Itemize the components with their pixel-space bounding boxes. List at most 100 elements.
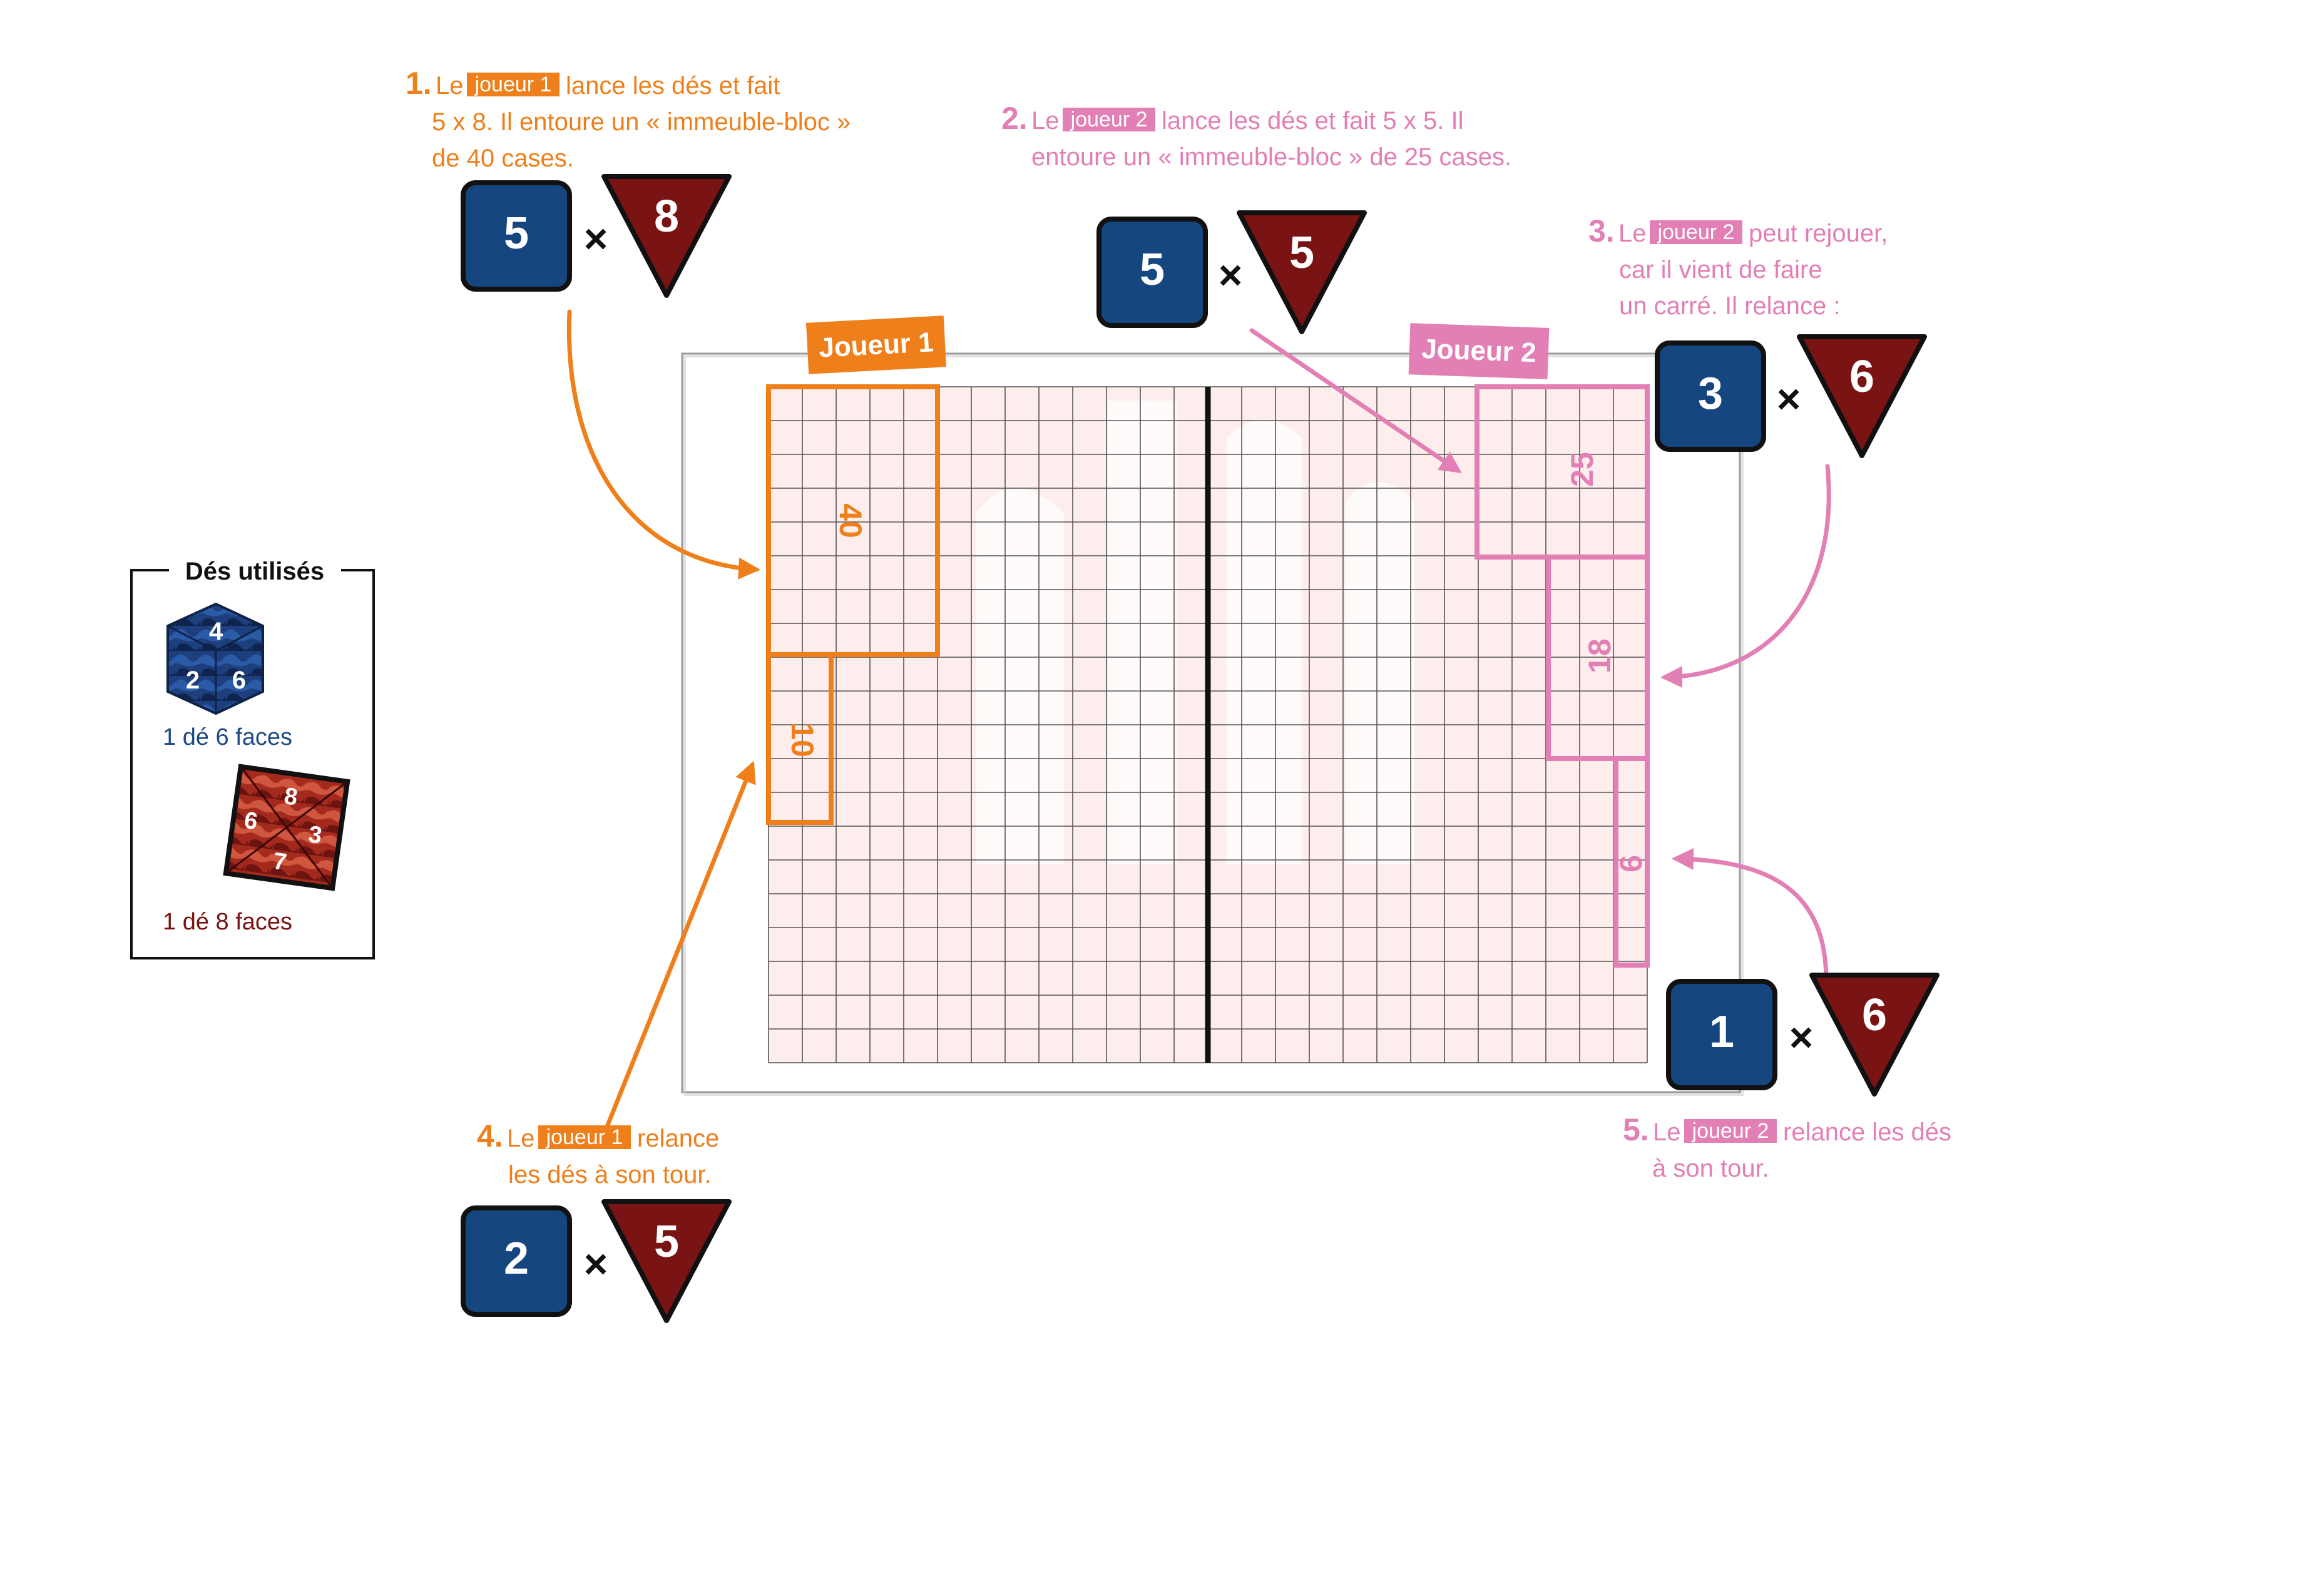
step-dice: 5 × 8: [461, 174, 732, 298]
step-prefix: Le: [507, 1125, 535, 1152]
step-text-line: relance: [637, 1125, 719, 1152]
d8-value: 6: [1862, 990, 1887, 1040]
block-label: 25: [1565, 452, 1600, 487]
step-text-line: peut rejouer,: [1749, 220, 1888, 247]
board-shadow: [683, 355, 1744, 1096]
multiply-sign: ×: [584, 1240, 608, 1287]
step-player-tag-bg: [538, 1125, 631, 1149]
player2-tag-bg: [1408, 323, 1550, 379]
d6-face-top: 4: [209, 618, 223, 645]
step-player-tag: joueur 2: [1070, 108, 1148, 131]
d8-die-icon: [601, 174, 732, 298]
step-text-line: de 40 cases.: [432, 145, 574, 172]
step-player-tag-bg: [1063, 108, 1155, 131]
d6-value: 3: [1698, 369, 1723, 419]
d6-value: 1: [1709, 1007, 1734, 1057]
step-text-line: les dés à son tour.: [508, 1161, 712, 1189]
step-4: 4.Le joueur 1 relance les dés à son tour. 2 ×…: [461, 1118, 732, 1323]
player2-tag: Joueur 2: [1408, 323, 1550, 379]
arrow-step4: [605, 760, 756, 1129]
legend-d6-label: 1 dé 6 faces: [163, 724, 292, 750]
d6-value: 5: [504, 208, 529, 258]
arrow-step5: [1672, 848, 1829, 987]
block-outline: [1546, 555, 1650, 761]
block-label: 18: [1582, 638, 1617, 673]
block-10: 10: [766, 652, 834, 825]
d8-value: 5: [654, 1217, 679, 1267]
d6-die-icon: [1096, 217, 1208, 328]
step-number: 5.: [1623, 1112, 1649, 1147]
block-label: 40: [833, 503, 868, 538]
block-18: 18: [1546, 555, 1650, 761]
d6-face-left: 2: [186, 667, 200, 694]
block-outline: [1613, 756, 1650, 968]
d8-die-icon: [1797, 334, 1927, 458]
legend-d8-label: 1 dé 8 faces: [163, 909, 292, 935]
player1-tag-bg: [805, 315, 946, 374]
step-prefix: Le: [1618, 220, 1647, 247]
block-label: 6: [1613, 855, 1648, 872]
blue-d6-die-icon: 4 2 6: [166, 602, 264, 715]
step-prefix: Le: [436, 72, 464, 100]
step-number: 1.: [406, 66, 432, 101]
step-player-tag-bg: [1684, 1119, 1777, 1143]
block-6: 6: [1613, 756, 1650, 968]
step-number: 4.: [477, 1118, 503, 1154]
step-text-line: un carré. Il relance :: [1619, 292, 1841, 320]
step-text-line: à son tour.: [1652, 1155, 1769, 1182]
step-text-line: entoure un « immeuble-bloc » de 25 cases…: [1031, 143, 1511, 171]
step-text-line: car il vient de faire: [1619, 256, 1822, 284]
block-outline: [766, 384, 940, 657]
player2-tag-label: Joueur 2: [1421, 334, 1536, 368]
d8-die-icon: [1809, 973, 1940, 1097]
d8-value: 5: [1289, 228, 1314, 278]
d6-die-icon: [1666, 979, 1777, 1090]
step-text-line: relance les dés: [1783, 1118, 1951, 1146]
multiply-sign: ×: [584, 215, 608, 262]
board-silhouettes: [976, 401, 1414, 864]
step-number: 2.: [1001, 101, 1028, 136]
d6-value: 5: [1140, 245, 1165, 295]
arrow-step1: [566, 309, 760, 580]
game-board: 40 10 25 18 6: [681, 352, 1744, 1096]
player1-tag-label: Joueur 1: [818, 327, 934, 364]
legend-box: Dés utilisés 4 2 6 1 dé 6 faces 8 6 3 7 …: [130, 554, 375, 959]
arrow-step3: [1660, 464, 1831, 688]
step-player-tag-bg: [1650, 220, 1742, 244]
multiply-sign: ×: [1219, 252, 1243, 298]
red-d8-die-icon: 8 6 3 7: [223, 764, 350, 891]
step-player-tag: joueur 2: [1657, 220, 1735, 244]
d8-value: 8: [654, 192, 679, 242]
step-player-tag: joueur 2: [1692, 1119, 1769, 1143]
step-dice: 3×6: [1655, 334, 1927, 458]
player1-tag: Joueur 1: [805, 315, 946, 374]
immeuble-blocks: 40 10 25 18 6: [766, 384, 1650, 968]
step-dice: 2 × 5: [461, 1199, 732, 1323]
step-player-tag-bg: [467, 73, 560, 96]
step-player-tag: joueur 1: [474, 73, 552, 96]
step-arrows: [566, 309, 1831, 1129]
d6-die-icon: [461, 1205, 572, 1317]
step-player-tag: joueur 1: [546, 1125, 623, 1149]
d6-die-icon: [461, 180, 572, 292]
block-label: 10: [785, 722, 820, 757]
step-dice: 5 × 5: [1096, 210, 1367, 334]
d6-face-right: 6: [232, 667, 246, 694]
arrow-step2: [1249, 328, 1462, 473]
step-prefix: Le: [1031, 107, 1060, 135]
multiply-sign: ×: [1789, 1014, 1814, 1060]
legend-title-bg: [169, 554, 341, 586]
d6-value: 2: [504, 1234, 529, 1284]
d6-die-icon: [1655, 340, 1766, 452]
d8-value: 6: [1849, 352, 1874, 402]
d8-die-icon: [601, 1199, 732, 1323]
step-text-line: lance les dés et fait: [566, 72, 780, 100]
d8-die-icon: [1237, 210, 1367, 334]
block-40: 40: [766, 384, 940, 657]
